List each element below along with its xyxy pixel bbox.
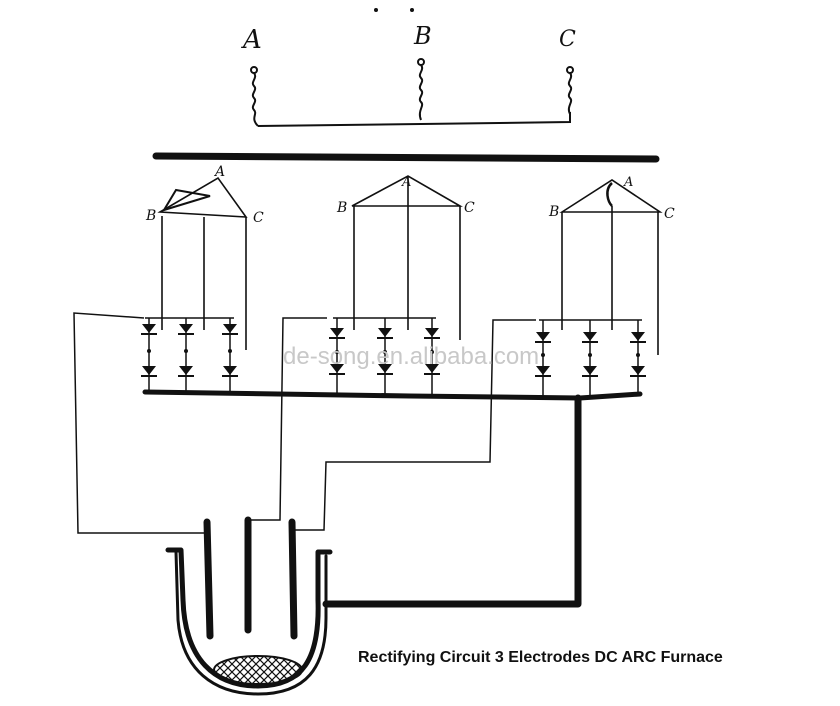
molten-bath bbox=[213, 655, 303, 685]
bridge-3-upper-diode-1-body bbox=[536, 332, 550, 341]
bridge-3-upper-diode-2-body bbox=[583, 332, 597, 341]
bridge-1-node-3 bbox=[228, 349, 232, 353]
transformer-1-vertex-c: C bbox=[253, 210, 264, 226]
bridge-3-node-1 bbox=[541, 353, 545, 357]
bridge-2-node-3 bbox=[430, 350, 434, 354]
bridge-2-lower-diode-1-body bbox=[330, 364, 344, 373]
bridge-3-lower-diode-3-body bbox=[631, 366, 645, 375]
transformer-2-vertex-a: A bbox=[401, 175, 411, 190]
dots-top bbox=[374, 8, 414, 12]
bridge-2-node-2 bbox=[383, 350, 387, 354]
dc-output-bus bbox=[142, 389, 643, 608]
phase-label-a: A bbox=[241, 25, 262, 55]
bridge-3-lower-diode-2-body bbox=[583, 366, 597, 375]
bridge-3-node-3 bbox=[636, 353, 640, 357]
transformer-3-vertex-a: A bbox=[623, 175, 633, 190]
rectifier-bridges bbox=[141, 317, 646, 396]
phase-label-b: B bbox=[413, 22, 432, 50]
bridge-1-upper-diode-1-body bbox=[142, 324, 156, 333]
main-bus-bar bbox=[152, 152, 660, 163]
transformer-3-vertex-c: C bbox=[664, 206, 675, 222]
transformer-2 bbox=[351, 175, 463, 340]
bridge-1-node-1 bbox=[147, 349, 151, 353]
bridge-2-upper-diode-1-body bbox=[330, 328, 344, 337]
bridge-2-node-1 bbox=[335, 350, 339, 354]
transformer-3 bbox=[559, 179, 663, 355]
transformer-1-vertex-a: A bbox=[213, 164, 225, 180]
bridge-1-lower-diode-3-body bbox=[223, 366, 237, 375]
phase-label-c: C bbox=[559, 27, 576, 52]
bridge-1-upper-diode-3-body bbox=[223, 324, 237, 333]
bridge-2-upper-diode-3-body bbox=[425, 328, 439, 337]
transformer-1-vertex-b: B bbox=[145, 208, 156, 224]
bridge-1-node-2 bbox=[184, 349, 188, 353]
transformer-3-vertex-b: B bbox=[548, 204, 559, 220]
transformer-2-vertex-b: B bbox=[336, 200, 347, 216]
transformer-2-vertex-c: C bbox=[464, 200, 475, 216]
bridge-2-upper-diode-2-body bbox=[378, 328, 392, 337]
bridge-2-lower-diode-3-body bbox=[425, 364, 439, 373]
bridge-1-lower-diode-1-body bbox=[142, 366, 156, 375]
watermark: de-song.en.alibaba.com bbox=[283, 343, 539, 370]
three-phase-supply bbox=[250, 58, 574, 127]
furnace-vessel bbox=[165, 547, 333, 696]
bridge-2-lower-diode-2-body bbox=[378, 364, 392, 373]
bridge-1-lower-diode-2-body bbox=[179, 366, 193, 375]
transformer-1 bbox=[157, 176, 248, 350]
bridge-1-upper-diode-2-body bbox=[179, 324, 193, 333]
bridge-3-lower-diode-1-body bbox=[536, 366, 550, 375]
bridge-3-node-2 bbox=[588, 353, 592, 357]
diagram-caption: Rectifying Circuit 3 Electrodes DC ARC F… bbox=[358, 649, 723, 666]
bridge-3-upper-diode-3-body bbox=[631, 332, 645, 341]
electrodes bbox=[203, 516, 298, 640]
